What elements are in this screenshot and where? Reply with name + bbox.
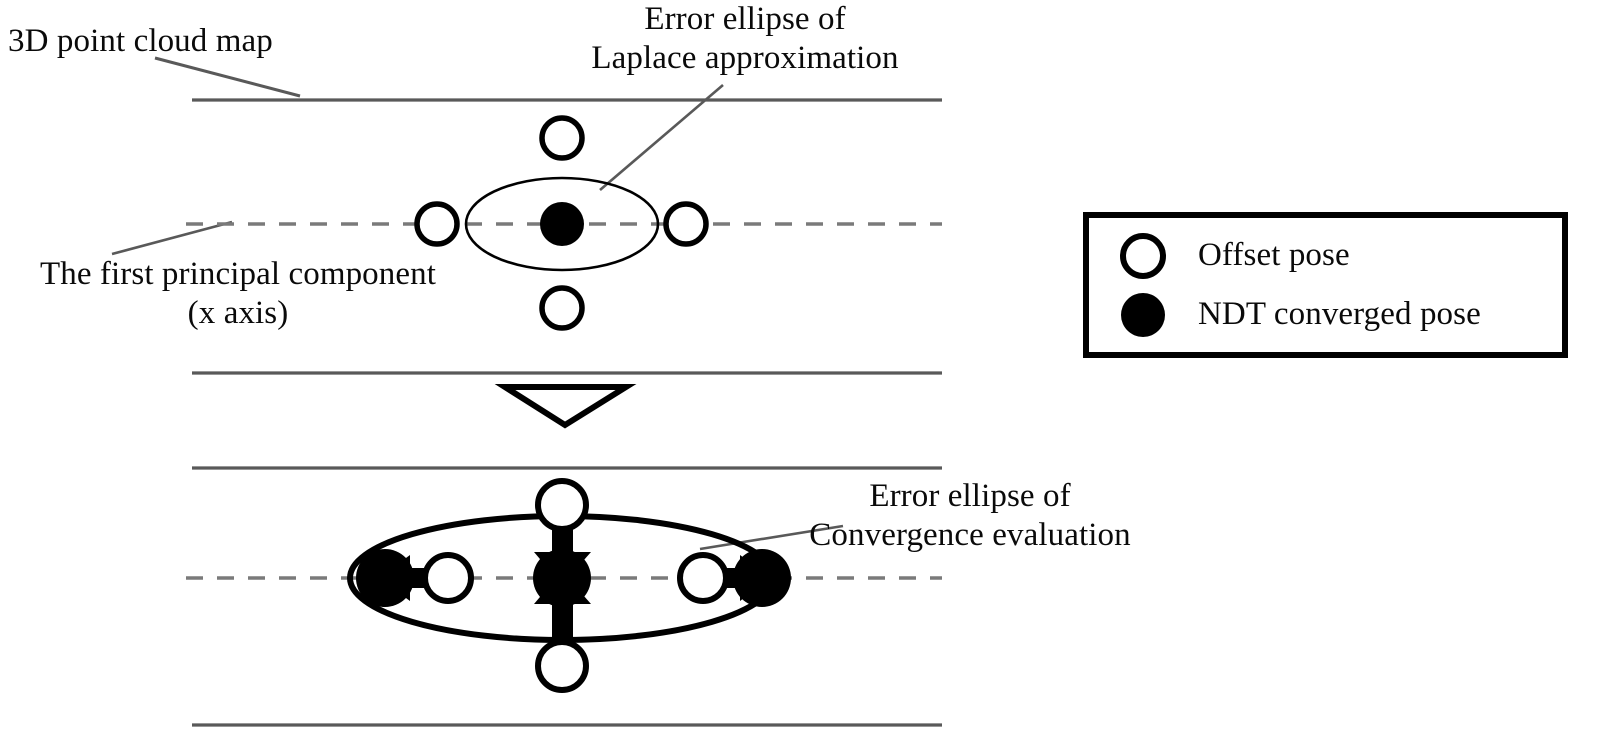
offset-pose-right-upper [663, 201, 709, 247]
ndt-converged-pose-right-lower [733, 549, 791, 607]
label-error-ellipse-laplace: Error ellipse of Laplace approximation [591, 1, 899, 76]
legend-box [1083, 212, 1568, 358]
error-ellipse-laplace [464, 176, 660, 272]
label-first-principal-component: The first principal component (x axis) [39, 256, 437, 331]
offset-pose-left-lower [422, 552, 474, 604]
leader-line-principal-component [111, 220, 233, 256]
leader-line-point-cloud [154, 56, 301, 98]
offset-pose-down-upper [539, 285, 585, 331]
legend-item-label-ndt-converged-pose: NDT converged pose [1198, 296, 1481, 332]
label-point-cloud-map: 3D point cloud map [8, 23, 273, 59]
ndt-converged-pose-center-lower [533, 549, 591, 607]
leader-line-laplace [599, 84, 724, 191]
offset-pose-right-lower [677, 552, 729, 604]
upper-road-lines [192, 98, 942, 375]
label-error-ellipse-convergence: Error ellipse of Convergence evaluation [809, 478, 1131, 553]
offset-pose-up-upper [539, 115, 585, 161]
offset-pose-left-upper [414, 201, 460, 247]
leader-line-convergence [699, 524, 844, 551]
legend-open-circle-icon [1120, 233, 1166, 279]
legend-item-label-offset-pose: Offset pose [1198, 237, 1350, 273]
ndt-converged-pose-upper [540, 202, 584, 246]
legend-filled-circle-icon [1121, 293, 1165, 337]
ndt-converged-pose-left-lower [356, 549, 414, 607]
lower-road-lines [192, 466, 942, 727]
offset-pose-up-lower [535, 478, 589, 532]
downward-triangle-icon [494, 384, 637, 429]
offset-pose-down-lower [535, 639, 589, 693]
